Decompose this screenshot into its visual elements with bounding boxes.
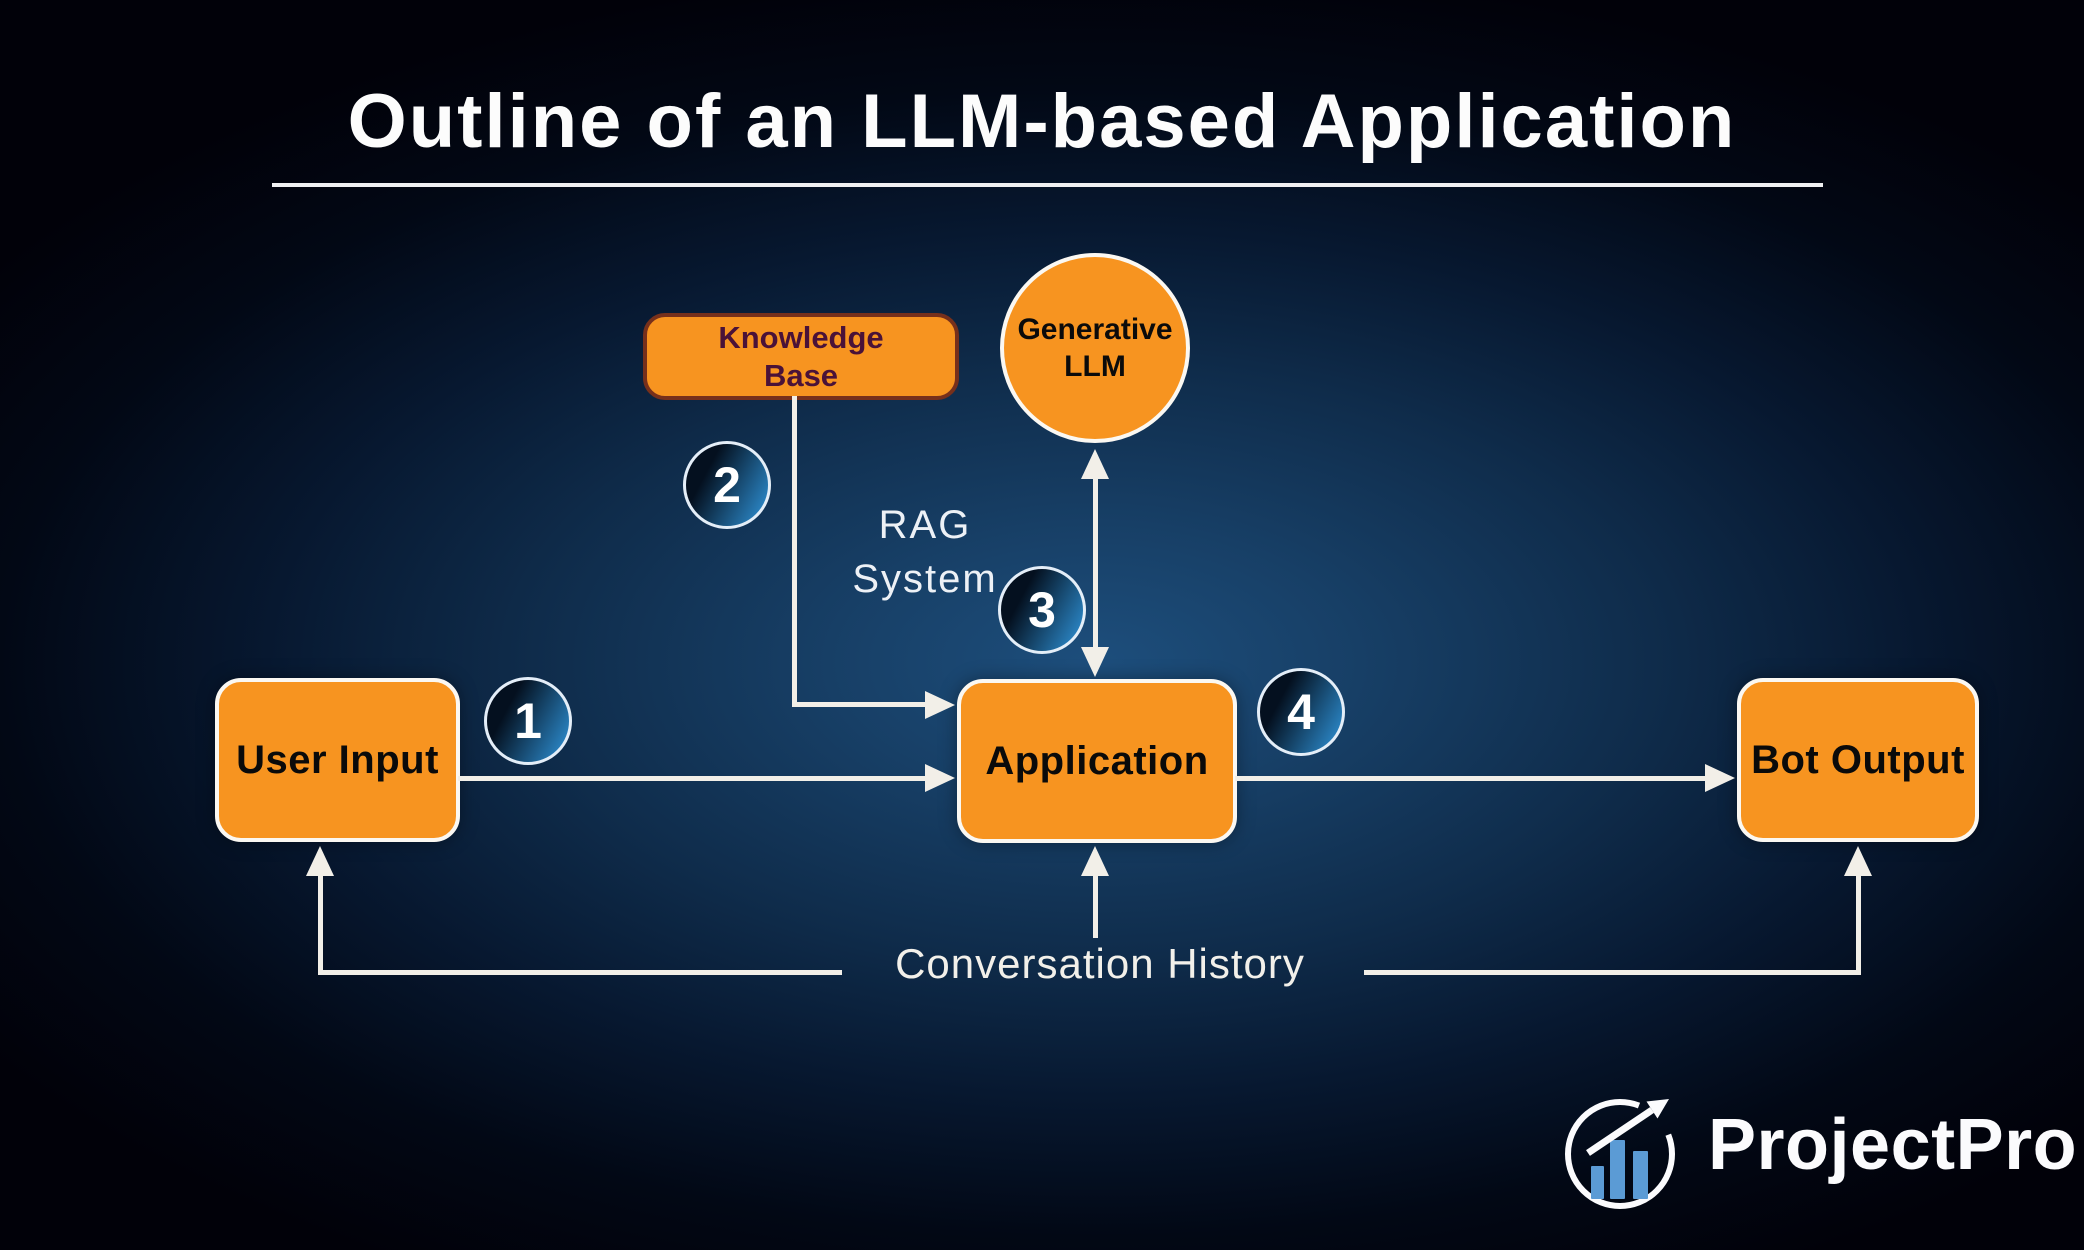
node-bot-output: Bot Output [1737,678,1979,842]
arrowhead-application-to-botoutput [1705,764,1735,792]
rag-system-label: RAG System [852,503,998,601]
step-badge-4: 4 [1257,668,1345,756]
step-badge-3: 3 [998,566,1086,654]
node-bot-output-label: Bot Output [1751,737,1965,782]
conversation-history-label: Conversation History [895,940,1305,987]
connector-application-to-botoutput [1235,776,1710,781]
connector-kb-horizontal [792,702,932,707]
node-application: Application [957,679,1237,843]
title-underline [272,183,1823,187]
arrowhead-llm-to-application [1081,647,1109,677]
step-badge-2: 2 [683,441,771,529]
connector-history-left-vertical [318,874,323,975]
node-user-input-label: User Input [236,737,439,782]
connector-history-right-horizontal [1364,970,1861,975]
connector-userinput-to-application [458,776,933,781]
arrowhead-kb-to-application [925,691,955,719]
arrowhead-history-to-userinput [306,846,334,876]
projectpro-logo-text: ProjectPro [1708,1105,2078,1185]
arrowhead-history-to-botoutput [1844,846,1872,876]
projectpro-logo: ProjectPro [1562,1086,2077,1218]
node-knowledge-base-label: Knowledge Base [718,320,884,393]
arrowhead-userinput-to-application [925,764,955,792]
node-knowledge-base: Knowledge Base [643,313,959,400]
step-badge-4-number: 4 [1287,684,1315,740]
arrowhead-history-to-application [1081,846,1109,876]
step-badge-3-number: 3 [1028,582,1056,638]
connector-history-left-horizontal [318,970,842,975]
connector-kb-vertical [792,396,797,705]
page-title: Outline of an LLM-based Application [347,79,1737,164]
node-generative-llm: Generative LLM [1000,253,1190,443]
connector-history-right-vertical [1856,874,1861,975]
projectpro-logo-icon [1565,1099,1675,1209]
arrowhead-application-to-llm [1081,449,1109,479]
connector-history-mid-vertical [1093,874,1098,938]
step-badge-2-number: 2 [713,457,741,513]
node-generative-llm-label: Generative LLM [1017,312,1173,384]
connector-llm-application [1093,475,1098,650]
step-badge-1: 1 [484,677,572,765]
node-application-label: Application [985,738,1209,783]
step-badge-1-number: 1 [514,693,542,749]
node-user-input: User Input [215,678,460,842]
